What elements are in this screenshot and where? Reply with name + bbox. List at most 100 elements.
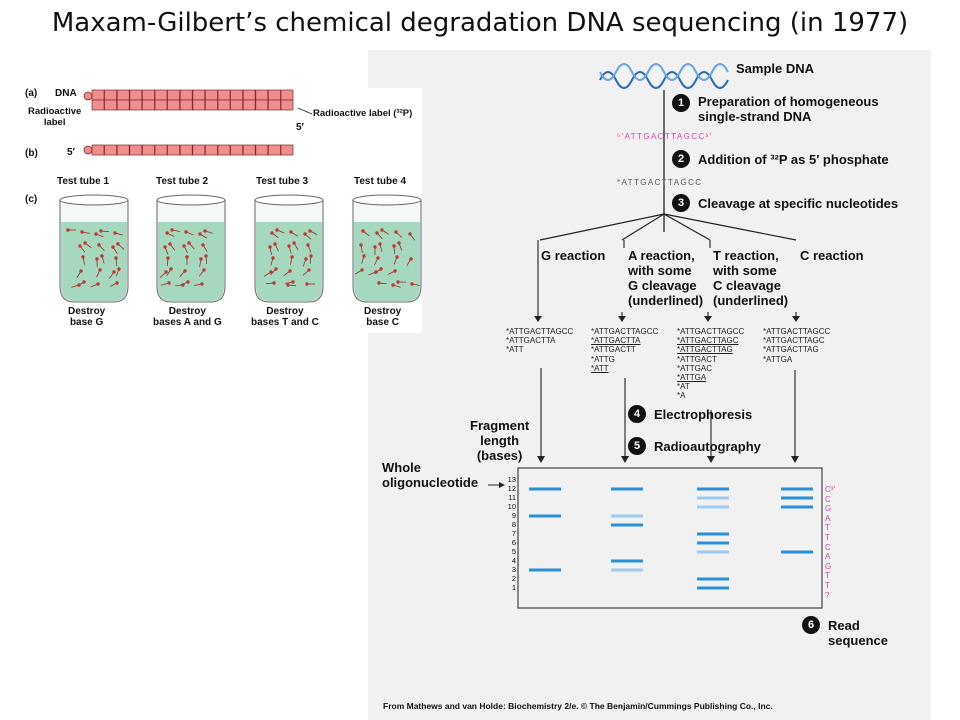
ladder-tick: 4 xyxy=(511,556,516,565)
nucleotide-box xyxy=(91,99,105,111)
nucleotide-box xyxy=(205,144,218,156)
gel-band xyxy=(697,532,729,536)
fragment-sequence: *ATTGA xyxy=(677,373,707,383)
t-fragments: *ATTGACTTAGCC*ATTGACTTAGC*ATTGACTTAG*ATT… xyxy=(677,327,744,401)
nucleotide-box xyxy=(116,144,130,156)
gel-band xyxy=(781,496,813,500)
nucleotide-box xyxy=(179,99,193,111)
page-title: Maxam-Gilbert’s chemical degradation DNA… xyxy=(51,8,909,38)
read-base: C³′ xyxy=(825,485,835,494)
fragment-sequence: *ATTGAC xyxy=(677,363,712,373)
gel-band xyxy=(697,487,729,491)
part-b-label: (b) xyxy=(25,148,38,159)
gel-band xyxy=(611,514,643,518)
t-reaction-label: T reaction, with some C cleavage (underl… xyxy=(713,248,789,308)
nucleotide-box xyxy=(116,99,130,111)
g-reaction-label: G reaction xyxy=(541,248,606,263)
tube-3-label: Test tube 3 xyxy=(256,176,309,187)
nucleotide-box xyxy=(129,89,143,101)
step-6-text: Read sequence xyxy=(828,618,888,648)
strand-phosphorylated: *ATTGACTTAGCC xyxy=(617,178,703,187)
nucleotide-box xyxy=(217,99,231,111)
radioactive-label-right: Radioactive label (³²P) xyxy=(313,108,413,119)
fragment-sequence: *ATTGACTTA xyxy=(591,336,641,346)
nucleotide-box xyxy=(116,89,130,101)
step-5-badge: 5 xyxy=(628,437,646,455)
nucleotide-box xyxy=(205,99,218,111)
gel-band xyxy=(697,505,729,509)
ladder-tick: 10 xyxy=(507,502,516,511)
nucleotide-box xyxy=(104,89,117,101)
part-a-label: (a) xyxy=(25,88,38,99)
gel-band xyxy=(611,559,643,563)
read-base: C xyxy=(825,494,831,504)
test-tube xyxy=(59,194,129,303)
nucleotide-box xyxy=(154,144,168,156)
nucleotide-box xyxy=(154,89,168,101)
step-6-badge: 6 xyxy=(802,616,820,634)
nucleotide-box xyxy=(268,99,281,111)
test-tube xyxy=(352,194,422,303)
ladder-tick: 12 xyxy=(507,484,516,493)
gel-band xyxy=(529,514,561,518)
step-3-badge: 3 xyxy=(672,194,690,212)
gel-band xyxy=(611,523,643,527)
nucleotide-box xyxy=(179,89,193,101)
g-fragments: *ATTGACTTAGCC*ATTGACTTA*ATT xyxy=(506,327,573,355)
fragment-sequence: *ATTGACTTAGCC xyxy=(677,327,745,336)
step-5-text: Radioautography xyxy=(654,439,761,454)
fragment-sequence: *ATTGACTTAG xyxy=(763,345,819,355)
nucleotide-box xyxy=(268,89,281,101)
nucleotide-box xyxy=(192,89,206,101)
a-fragments: *ATTGACTTAGCC*ATTGACTTA*ATTGACTT*ATTG*AT… xyxy=(591,327,658,373)
nucleotide-box xyxy=(167,99,180,111)
read-base: T xyxy=(825,571,830,581)
gel-bands xyxy=(529,487,813,590)
read-base: ? xyxy=(825,590,830,600)
fragment-sequence: *ATTGACT xyxy=(677,354,717,364)
five-prime-label-b: 5′ xyxy=(67,147,75,158)
fragment-sequence: *ATTGACTT xyxy=(591,345,636,355)
strand-labeled: ⁵′ATTGACTTAGCC³′ xyxy=(617,132,713,141)
test-tube xyxy=(156,194,226,303)
fragment-sequence: *ATTGACTTAGC xyxy=(677,336,739,346)
nucleotide-box xyxy=(167,144,180,156)
nucleotide-box xyxy=(142,99,155,111)
radioactive-label-left: Radioactive label xyxy=(28,106,82,128)
nucleotide-box xyxy=(280,99,294,111)
fragment-sequence: *ATTGACTTAGCC xyxy=(506,327,574,336)
tube-1-label: Test tube 1 xyxy=(57,176,110,187)
gel-band xyxy=(697,550,729,554)
gel-band xyxy=(697,586,729,590)
read-base: T xyxy=(825,523,830,533)
nucleotide-box xyxy=(205,89,218,101)
whole-oligonucleotide-label: Whole oligonucleotide xyxy=(382,460,479,490)
gel-band xyxy=(697,577,729,581)
nucleotide-box xyxy=(104,99,117,111)
gel-band xyxy=(697,541,729,545)
nucleotide-box xyxy=(255,144,269,156)
ladder-tick: 1 xyxy=(511,583,516,592)
nucleotide-box xyxy=(129,144,143,156)
gel-band xyxy=(697,496,729,500)
c-reaction-label: C reaction xyxy=(800,248,864,263)
dna-helix-icon xyxy=(599,63,729,89)
five-prime-label-a: 5′ xyxy=(296,122,304,133)
step-2-badge: 2 xyxy=(672,150,690,168)
ladder-tick: 3 xyxy=(511,565,516,574)
radioactive-label-dot xyxy=(83,91,93,101)
gel-frame xyxy=(517,467,823,609)
read-base: A xyxy=(825,513,831,523)
fragment-sequence: *ATTGACTTAGC xyxy=(763,336,825,346)
gel-band xyxy=(529,568,561,572)
gel-band xyxy=(529,487,561,491)
fragment-sequence: *ATTGACTTA xyxy=(506,336,556,346)
ladder-tick: 11 xyxy=(508,493,516,502)
fragment-sequence: *ATT xyxy=(591,363,609,373)
read-base: G xyxy=(825,504,832,514)
tube-3-caption: Destroy bases T and C xyxy=(251,306,319,328)
nucleotide-box xyxy=(192,99,206,111)
nucleotide-box xyxy=(280,144,294,156)
nucleotide-box xyxy=(242,99,256,111)
nucleotide-box xyxy=(167,89,180,101)
